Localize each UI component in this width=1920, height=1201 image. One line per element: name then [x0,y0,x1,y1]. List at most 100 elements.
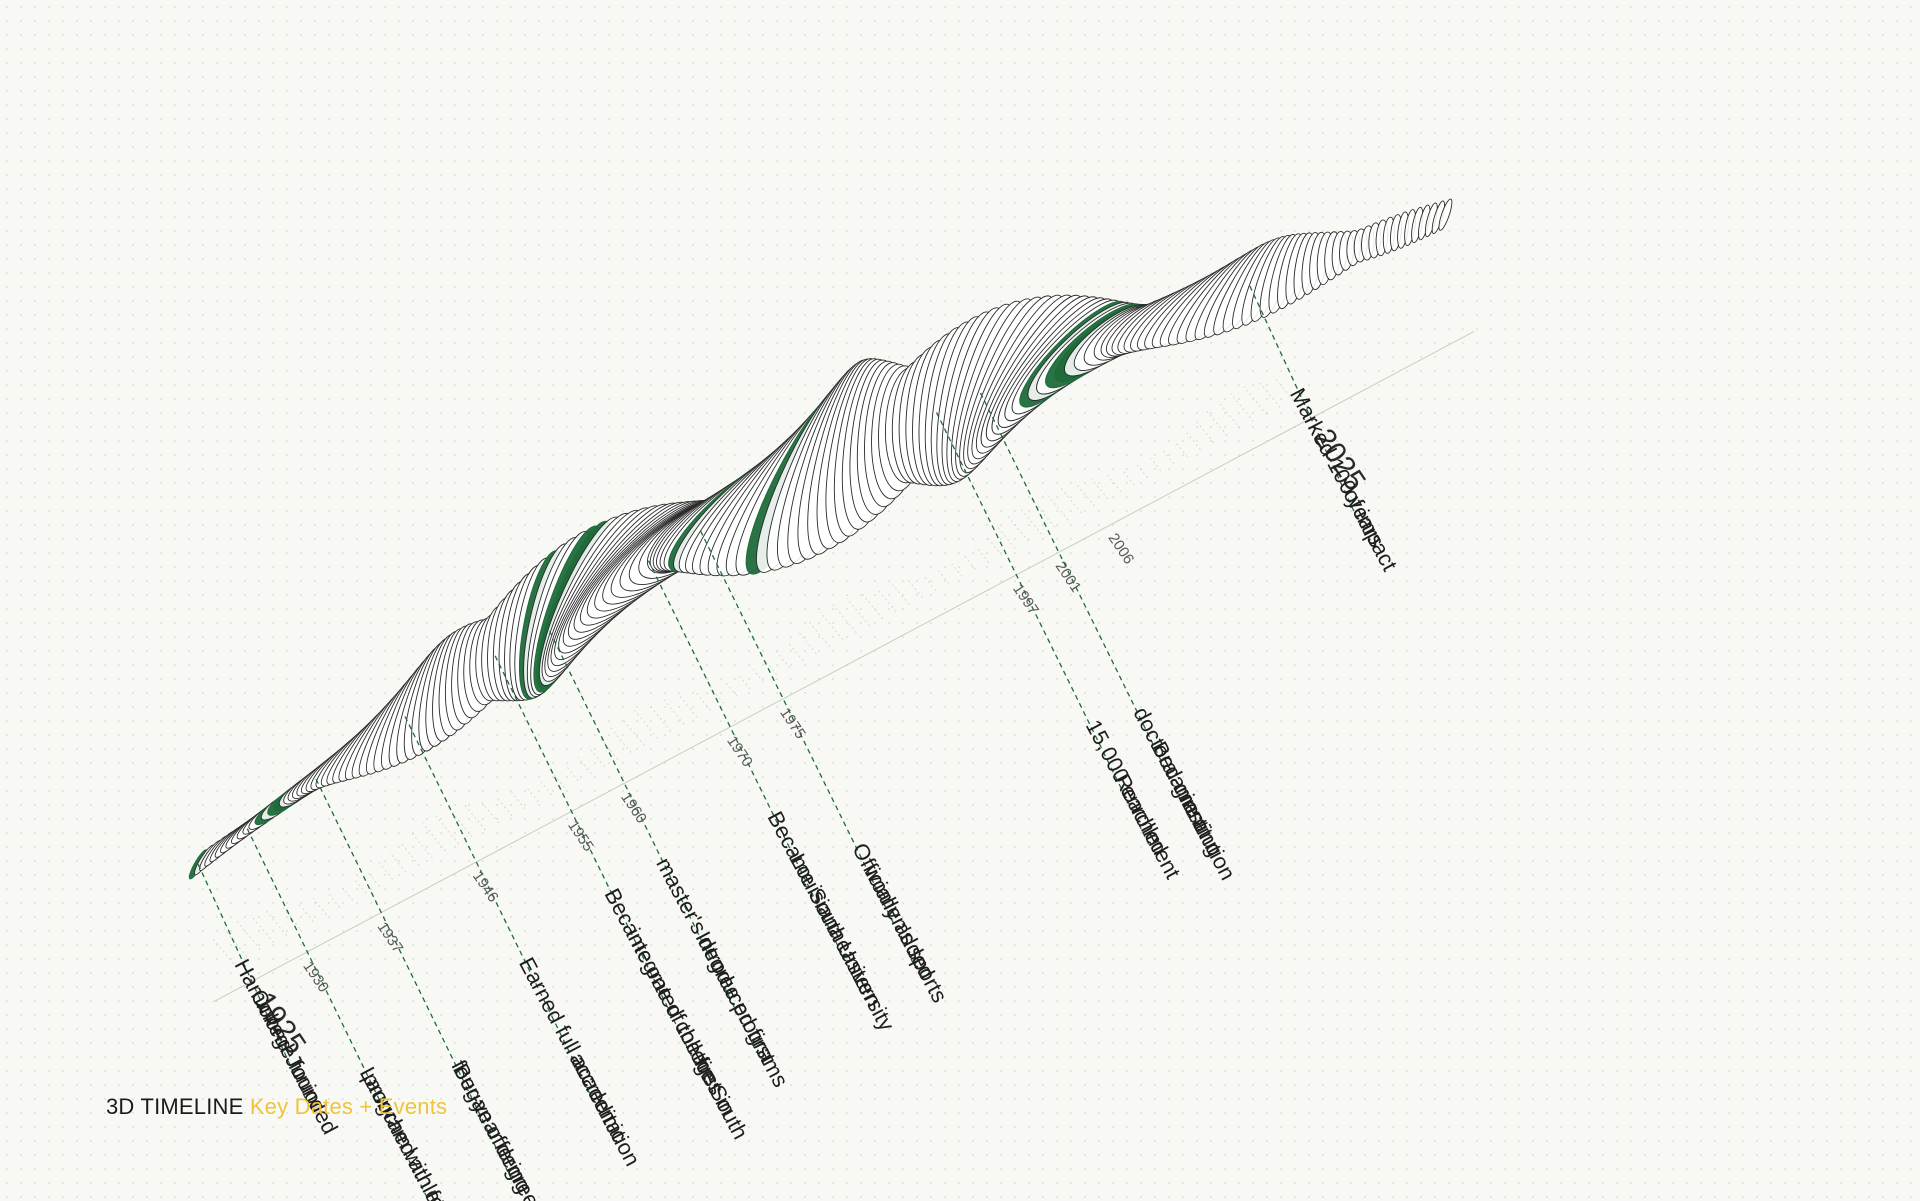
ghost-tick [250,914,274,943]
ghost-tick [892,584,910,605]
timeline-axis [211,331,1475,1003]
ghost-tick [588,746,605,767]
event-leader [1249,285,1367,537]
event-leader [246,828,430,1201]
ghost-tick [808,621,831,648]
ghost-tick [1044,491,1069,521]
ghost-tick [1007,515,1029,542]
ghost-tick [449,809,473,838]
ghost-tick [1273,376,1294,401]
event-leader [494,655,705,1082]
ghost-tick [797,631,817,655]
ghost-tick [739,675,751,690]
ghost-tick [435,815,460,845]
ghost-tick [908,580,923,598]
ghost-tick [923,575,937,591]
ghost-tick [1150,457,1162,472]
ghost-tick [355,880,367,894]
ghost-tick [985,535,1003,556]
year-label: 2001 [1052,558,1085,595]
ghost-tick [1229,392,1254,422]
ghost-tick [832,604,857,634]
ghost-tick [1136,464,1148,479]
ghost-tick [975,546,990,563]
ghost-tick [693,690,711,711]
caption-title: 3D TIMELINE [106,1094,244,1119]
ghost-tick [963,555,976,570]
ghost-tick [776,651,791,669]
year-label: 1997 [1009,581,1042,618]
event-leaders [197,285,1367,1201]
ghost-tick [327,893,341,908]
ghost-tick [367,871,380,887]
ghost-tick [389,852,407,873]
event-leader [699,530,917,969]
event-leader [197,864,307,1101]
ghost-tick [787,641,804,662]
ghost-tick [1217,401,1241,429]
ghost-tick [495,795,513,817]
ghost-tick [876,587,897,613]
year-label: 1946 [469,868,502,905]
ghost-tick [1090,478,1109,500]
ghost-tick [860,592,884,620]
ghost-tick [647,703,672,732]
ghost-tick [342,887,354,901]
ghost-tick [312,897,327,915]
ghost-tick [951,563,963,577]
ghost-tick [996,525,1016,549]
ghost-tick [598,736,619,760]
ghost-tick [709,686,725,704]
event-leader [545,622,758,1053]
ghost-tick [1074,482,1095,507]
ghost-tick [511,791,526,810]
ghost-tick [422,823,447,852]
ribbon-slice [1438,198,1453,231]
ghost-tick [378,862,394,880]
ghost-tick [1206,410,1228,436]
ghost-tick [820,612,844,641]
event-leader [315,778,514,1183]
ghost-tick [296,901,314,922]
ghost-tick [223,928,248,958]
ghost-tick [752,669,764,683]
twisted-ribbon [188,198,1453,880]
ghost-tick [677,693,698,718]
ghost-tick [1184,430,1201,451]
year-label: 1930 [299,958,332,995]
ghost-tick [724,681,738,697]
event-label-line: of impact [1338,484,1402,575]
ghost-tick [1018,506,1043,535]
year-label: 1955 [564,818,597,855]
year-label: 1970 [723,733,756,770]
ghost-tick [609,726,632,753]
year-label: 2006 [1105,530,1138,567]
ghost-tick [621,717,645,746]
diagram-caption: 3D TIMELINE Key Dates + Events [106,1094,447,1120]
ghost-tick [526,787,539,803]
event-leader [935,412,1150,845]
ghost-tick [265,909,288,936]
ghost-tick [1195,420,1215,444]
ghost-tick [479,799,500,824]
year-label: 1937 [374,919,407,956]
year-label: 1960 [617,789,650,826]
year-label: 1975 [776,705,809,742]
ghost-tick [633,709,658,739]
ghost-tick [410,831,433,859]
event-label-line: master's degree programs [651,853,793,1091]
event-label-line: accreditation [565,1048,646,1170]
ghost-tick [1257,380,1281,408]
event-label-line: the South [687,1048,753,1143]
event-label-line: four-year degrees [446,1056,550,1201]
ghost-tick [399,841,420,866]
ghost-tick [1162,449,1175,465]
ghost-tick [1031,498,1056,528]
ghost-tick [1121,469,1135,486]
ghost-tick [1243,386,1268,415]
axis-line [212,331,1475,1003]
ghost-tick [764,660,778,676]
ghost-tick [211,937,235,965]
ghost-tick [540,781,552,796]
